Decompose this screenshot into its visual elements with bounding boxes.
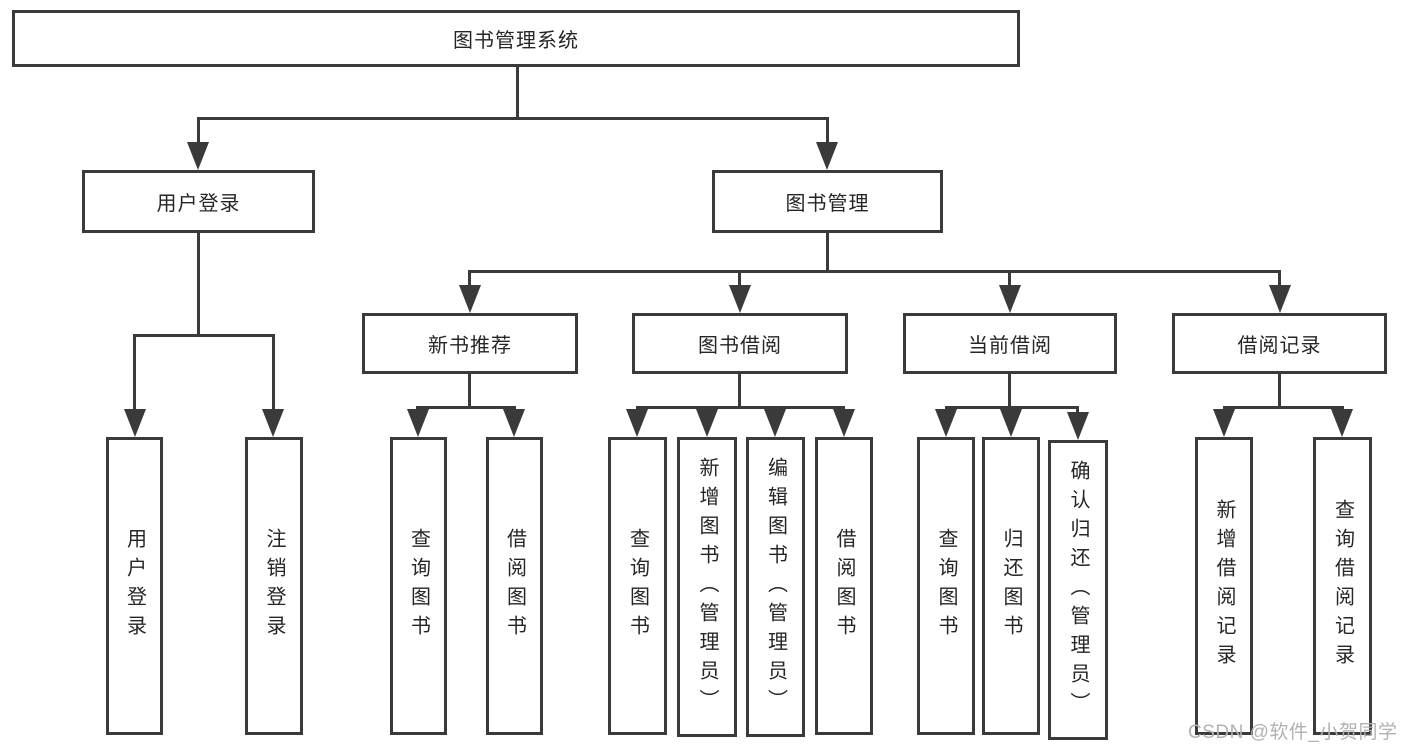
connector-line <box>468 373 471 409</box>
connector-line <box>1278 270 1281 288</box>
node-library-management-system: 图书管理系统 <box>12 10 1020 67</box>
leaf-query-books-current: 查询图书 <box>917 437 975 735</box>
leaf-borrow-books-recommend: 借阅图书 <box>486 437 543 735</box>
connector-line <box>945 406 1079 409</box>
watermark: CSDN @软件_小贺同学 <box>1188 722 1398 743</box>
connector-line <box>1278 373 1281 409</box>
arrow-down-icon <box>696 409 718 437</box>
leaf-return-books: 归还图书 <box>982 437 1040 735</box>
arrow-down-icon <box>935 409 957 437</box>
connector-line <box>1008 270 1011 288</box>
connector-line <box>468 270 471 288</box>
arrow-down-icon <box>1213 409 1235 437</box>
node-book-borrowing: 图书借阅 <box>632 313 848 374</box>
connector-line <box>636 406 845 409</box>
connector-line <box>1076 406 1079 414</box>
leaf-logout: 注销登录 <box>245 437 303 735</box>
arrow-down-icon <box>626 409 648 437</box>
arrow-down-icon <box>407 409 429 437</box>
arrow-down-icon <box>729 285 751 313</box>
leaf-add-books-admin: 新增图书（管理员） <box>677 437 737 737</box>
connector-line <box>1223 406 1344 409</box>
leaf-query-books-borrowing: 查询图书 <box>608 437 667 735</box>
leaf-borrow-books: 借阅图书 <box>815 437 873 735</box>
connector-line <box>516 66 519 118</box>
leaf-query-books-recommend: 查询图书 <box>390 437 447 735</box>
arrow-down-icon <box>1331 409 1353 437</box>
leaf-confirm-return-admin: 确认归还（管理员） <box>1048 440 1108 740</box>
connector-line <box>197 232 200 337</box>
arrow-down-icon <box>503 409 525 437</box>
arrow-down-icon <box>1000 409 1022 437</box>
arrow-down-icon <box>833 409 855 437</box>
node-current-borrowing: 当前借阅 <box>903 313 1117 374</box>
connector-line <box>197 117 200 145</box>
leaf-query-borrow-record: 查询借阅记录 <box>1313 437 1372 735</box>
connector-line <box>826 117 829 145</box>
arrow-down-icon <box>1269 285 1291 313</box>
connector-line <box>1008 373 1011 409</box>
arrow-down-icon <box>187 142 209 170</box>
connector-line <box>468 270 1281 273</box>
node-new-book-recommendation: 新书推荐 <box>362 313 578 374</box>
connector-line <box>197 117 829 120</box>
connector-line <box>133 334 136 412</box>
connector-line <box>416 406 516 409</box>
node-book-management: 图书管理 <box>712 170 943 233</box>
arrow-down-icon <box>262 409 284 437</box>
leaf-add-borrow-record: 新增借阅记录 <box>1195 437 1253 735</box>
arrow-down-icon <box>1067 412 1089 440</box>
connector-line <box>738 373 741 409</box>
connector-line <box>826 232 829 273</box>
arrow-down-icon <box>816 142 838 170</box>
node-borrowing-records: 借阅记录 <box>1172 313 1387 374</box>
connector-line <box>738 270 741 288</box>
node-user-login: 用户登录 <box>82 170 315 233</box>
connector-line <box>133 334 275 337</box>
arrow-down-icon <box>764 409 786 437</box>
leaf-edit-books-admin: 编辑图书（管理员） <box>746 437 805 737</box>
arrow-down-icon <box>459 285 481 313</box>
arrow-down-icon <box>999 285 1021 313</box>
arrow-down-icon <box>124 409 146 437</box>
connector-line <box>272 334 275 412</box>
leaf-user-login: 用户登录 <box>106 437 163 735</box>
